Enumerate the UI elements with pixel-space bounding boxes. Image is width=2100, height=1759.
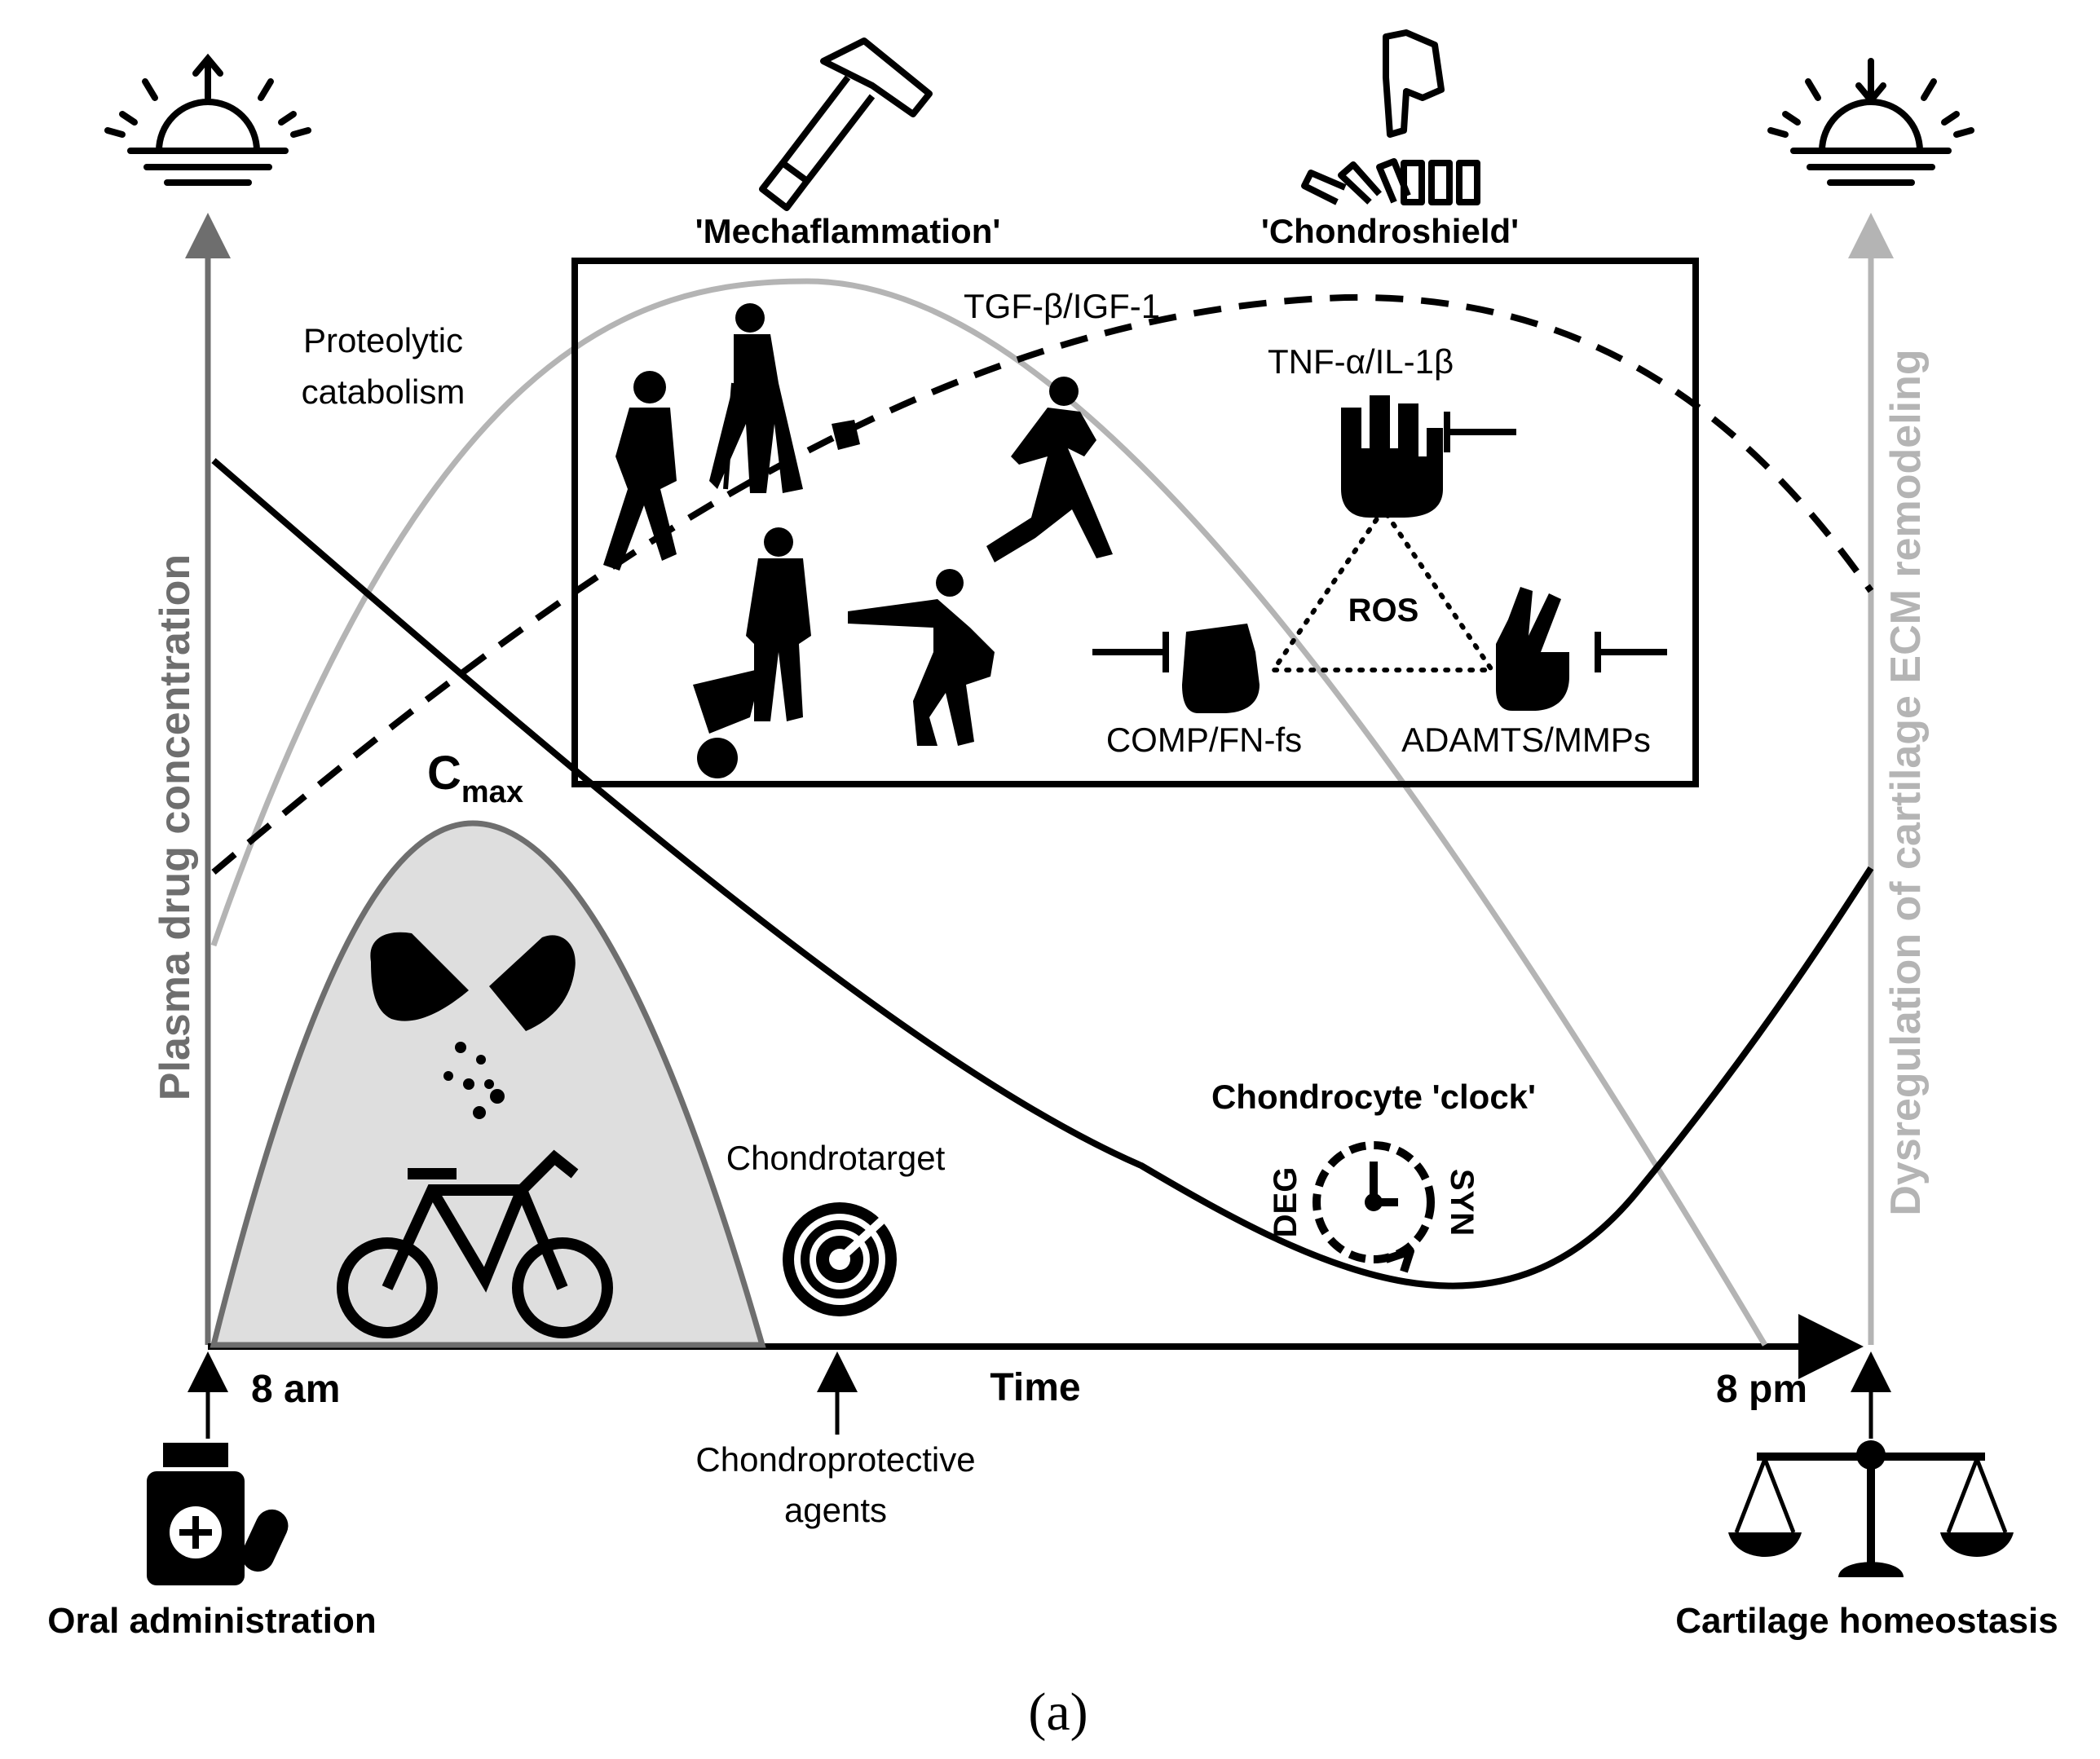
target-icon <box>783 1202 897 1316</box>
time-end-label: 8 pm <box>1716 1368 1807 1411</box>
balance-scale-icon <box>1728 1440 2014 1577</box>
clock-icon <box>1312 1141 1435 1273</box>
proteolytic-label-line2: catabolism <box>302 373 465 411</box>
syn-label: SYN <box>1444 1169 1480 1236</box>
tgf-label: TGF-β/IGF-1 <box>964 287 1160 325</box>
chondroshield-label: 'Chondroshield' <box>1261 212 1519 250</box>
mechanism-box <box>571 258 1699 787</box>
sunrise-icon <box>104 53 311 186</box>
tnf-label: TNF-α/IL-1β <box>1268 342 1454 381</box>
ros-label: ROS <box>1348 593 1419 628</box>
mechaflammation-label: 'Mechaflammation' <box>695 212 1001 250</box>
finger-domino-icon <box>1301 29 1480 205</box>
cmax-label: Cmax <box>427 747 523 809</box>
fist-icon <box>1092 624 1260 713</box>
anabolic-dashed-curve <box>211 293 1874 875</box>
medicine-bottle-icon <box>147 1443 289 1585</box>
y-axis-right-label: Dysregulation of cartilage ECM remodelin… <box>1882 349 1930 1215</box>
catabolic-solid-curve <box>211 457 1874 1289</box>
bicycle-icon <box>337 1149 613 1338</box>
oral-administration-label: Oral administration <box>47 1601 376 1641</box>
comp-label: COMP/FN-fs <box>1106 721 1302 759</box>
time-start-label: 8 am <box>251 1368 340 1411</box>
chondroprotective-label-line1: Chondroprotective <box>695 1440 975 1479</box>
adamts-label: ADAMTS/MMPs <box>1401 721 1651 759</box>
chondrotarget-label: Chondrotarget <box>726 1139 946 1177</box>
panel-label: (a) <box>1028 1682 1088 1742</box>
stop-hand-icon <box>1341 395 1516 518</box>
proteolytic-label-line1: Proteolytic <box>303 321 463 359</box>
x-axis-label: Time <box>990 1366 1080 1409</box>
capsule-icon <box>370 932 576 1119</box>
y-axis-left-label: Plasma drug concentration <box>152 554 199 1100</box>
mechanical-load-curve <box>210 278 1768 1347</box>
ros-triangle <box>1268 505 1497 672</box>
sunset-icon <box>1767 58 1974 186</box>
hammer-icon <box>759 37 933 211</box>
chondrocyte-clock-label: Chondrocyte 'clock' <box>1211 1078 1536 1116</box>
chondroprotective-label-line2: agents <box>784 1491 887 1529</box>
deg-label: DEG <box>1268 1167 1304 1238</box>
victory-hand-icon <box>1496 587 1667 711</box>
cartilage-homeostasis-label: Cartilage homeostasis <box>1675 1601 2058 1641</box>
activity-silhouettes <box>603 303 1113 778</box>
